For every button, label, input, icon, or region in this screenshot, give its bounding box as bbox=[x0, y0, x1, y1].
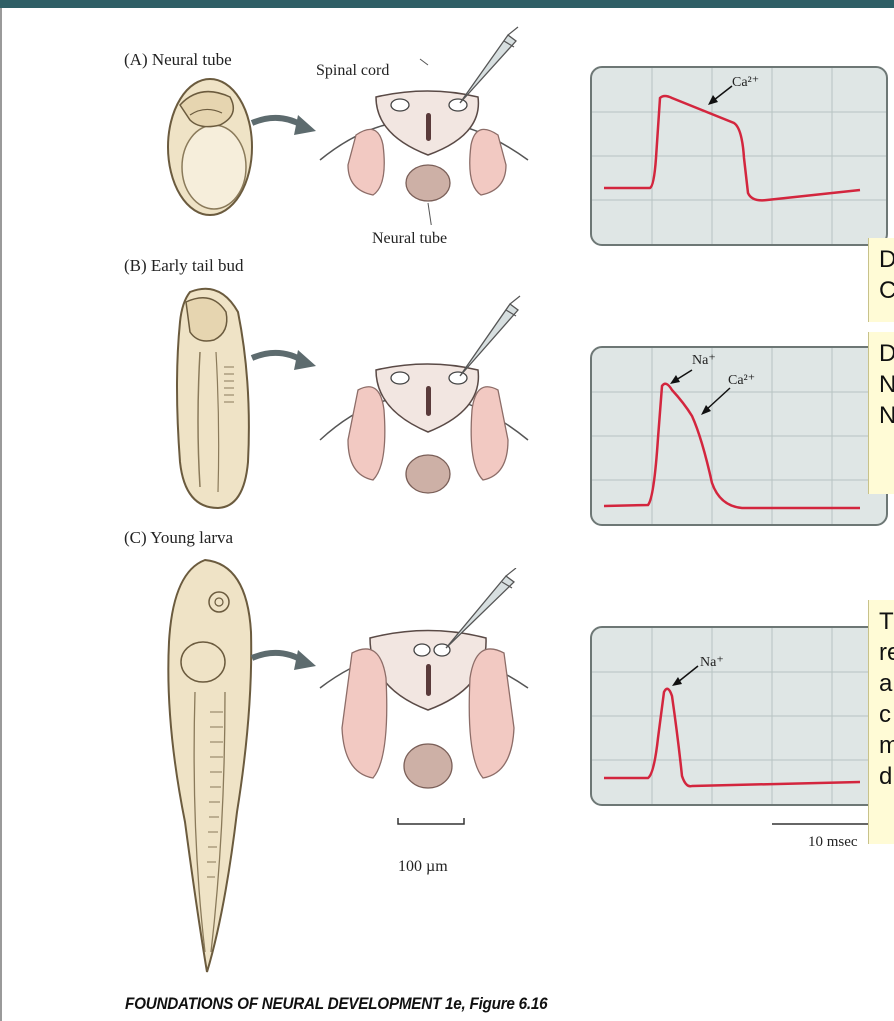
note-line: re bbox=[879, 639, 894, 666]
recording-a: Ca²⁺ bbox=[590, 66, 888, 246]
note-box-1: D C bbox=[868, 238, 894, 322]
spinal-cord-label: Spinal cord bbox=[316, 62, 390, 79]
note-line: c bbox=[879, 701, 891, 728]
cross-section-c bbox=[319, 568, 529, 825]
cross-section-a bbox=[319, 26, 529, 225]
recording-b: Na⁺ Ca²⁺ bbox=[590, 346, 888, 526]
note-line: N bbox=[879, 369, 894, 400]
note-line: T bbox=[879, 608, 894, 635]
top-bar bbox=[0, 0, 894, 8]
trace-a bbox=[592, 68, 886, 244]
na-annotation-c: Na⁺ bbox=[700, 655, 724, 670]
panel-c-label: (C) Young larva bbox=[124, 528, 234, 547]
frame-edge bbox=[0, 8, 2, 1021]
recording-c: Na⁺ bbox=[590, 626, 888, 806]
arrow-icon bbox=[250, 349, 316, 370]
neural-tube-embryo-illustration bbox=[167, 78, 253, 216]
figure-caption: FOUNDATIONS OF NEURAL DEVELOPMENT 1e, Fi… bbox=[125, 994, 548, 1013]
arrow-icon bbox=[250, 649, 316, 670]
note-line: D bbox=[879, 338, 894, 369]
note-box-2: D N N bbox=[868, 332, 894, 494]
tail-bud-embryo-illustration bbox=[176, 287, 250, 510]
trace-c bbox=[592, 628, 886, 804]
panel-b-label: (B) Early tail bud bbox=[124, 256, 244, 275]
young-larva-illustration bbox=[167, 558, 253, 973]
note-line: D bbox=[879, 244, 894, 275]
note-line: d bbox=[879, 763, 893, 790]
cross-section-b bbox=[319, 295, 529, 494]
na-annotation-b: Na⁺ bbox=[692, 353, 716, 368]
arrow-icon bbox=[250, 114, 316, 135]
neural-tube-label: Neural tube bbox=[372, 230, 448, 247]
note-line: a bbox=[879, 670, 893, 697]
scale-bar-time-label: 10 msec bbox=[808, 834, 858, 850]
note-line: C bbox=[879, 275, 894, 306]
note-line: m bbox=[879, 730, 894, 761]
scale-bar-um-label: 100 µm bbox=[398, 858, 448, 875]
ca-annotation-b: Ca²⁺ bbox=[728, 373, 756, 388]
note-line: N bbox=[879, 400, 894, 431]
time-scale-bar bbox=[772, 823, 878, 825]
panel-a-label: (A) Neural tube bbox=[124, 50, 232, 69]
trace-b bbox=[592, 348, 886, 524]
note-box-3: T re a c m d bbox=[868, 600, 894, 844]
ca-annotation-a: Ca²⁺ bbox=[732, 75, 760, 90]
